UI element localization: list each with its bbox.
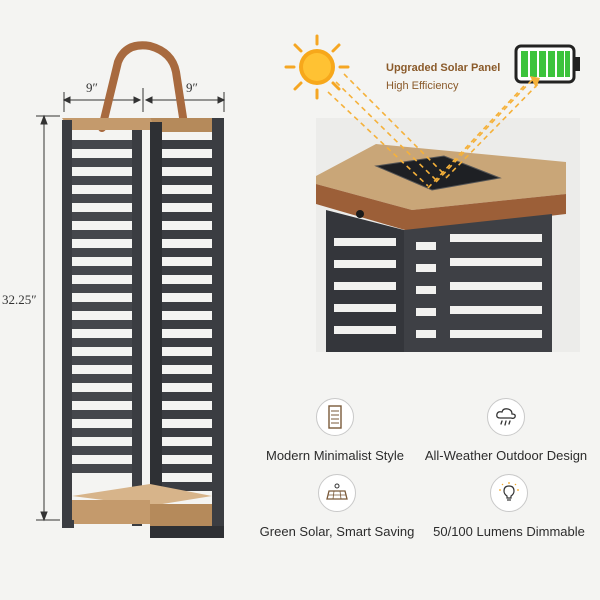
solar-panel-title: Upgraded Solar Panel xyxy=(386,62,501,74)
feature-label: Modern Minimalist Style xyxy=(266,448,404,463)
battery-icon xyxy=(514,44,580,84)
height-dimension: 32.25″ xyxy=(2,292,37,307)
feature-label: All-Weather Outdoor Design xyxy=(424,448,588,463)
lantern-icon xyxy=(316,398,354,436)
feature-label: Green Solar, Smart Saving xyxy=(259,524,415,539)
feature-label: 50/100 Lumens Dimmable xyxy=(433,524,585,539)
solar-panel-icon xyxy=(318,474,356,512)
lightbulb-icon xyxy=(490,474,528,512)
lantern-top-closeup xyxy=(316,118,580,352)
width-dimension-left: 9″ xyxy=(86,80,98,95)
cloud-rain-icon xyxy=(487,398,525,436)
solar-panel-subtitle: High Efficiency xyxy=(386,80,459,92)
width-dimension-right: 9″ xyxy=(186,80,198,95)
feature-item: All-Weather Outdoor Design xyxy=(418,398,594,463)
feature-item: Green Solar, Smart Saving xyxy=(250,474,424,539)
feature-item: Modern Minimalist Style xyxy=(250,398,420,463)
feature-item: 50/100 Lumens Dimmable xyxy=(424,474,594,539)
solar-panel-callout: Upgraded Solar Panel High Efficiency xyxy=(386,62,500,92)
sun-icon xyxy=(284,34,350,100)
lantern-dimension-illustration xyxy=(36,41,226,538)
